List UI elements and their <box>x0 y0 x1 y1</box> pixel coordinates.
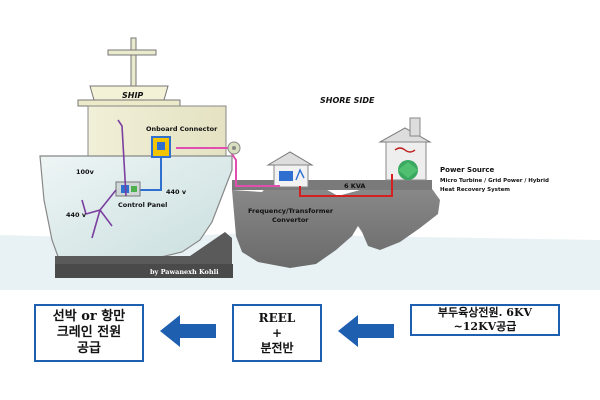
flow-box-crane-power: 선박 or 항만 크레인 전원 공급 <box>34 304 144 362</box>
cable-reel <box>227 141 241 155</box>
power-source-line1: Micro Turbine / Grid Power / Hybrid <box>440 178 549 184</box>
flow-box-reel-panel: REEL + 분전반 <box>232 304 322 362</box>
frequency-converter-label-line1: Frequency/Transformer <box>248 207 334 215</box>
ship-mast <box>107 37 157 89</box>
ship-wiring <box>81 119 127 239</box>
ship-hull-bottom <box>55 232 232 270</box>
flow-arrow-left-2 <box>338 315 394 347</box>
voltage-440-left-label: 440 v <box>66 211 87 219</box>
power-source-building <box>378 117 432 181</box>
flow-box-shore-supply-line2: ~12KV공급 <box>453 320 517 333</box>
power-source-line2: Heat Recovery System <box>440 187 510 193</box>
shore-cable-pink <box>176 147 280 187</box>
flow-box-reel-panel-line3: 분전반 <box>260 340 294 355</box>
onboard-connector <box>151 136 171 158</box>
power-source-title: Power Source <box>440 166 494 174</box>
flow-box-shore-supply-line1: 부두육상전원. 6KV <box>437 306 533 320</box>
shore-land <box>232 185 440 268</box>
voltage-100-label: 100v <box>76 168 95 176</box>
control-panel <box>115 181 141 197</box>
kva-label: 6 KVA <box>344 182 365 190</box>
frequency-converter-label-line2: Convertor <box>272 216 309 224</box>
frequency-converter-building <box>266 151 314 188</box>
shore-cable-red <box>299 174 393 197</box>
flow-box-shore-supply: 부두육상전원. 6KV ~12KV공급 <box>410 304 560 336</box>
flow-box-reel-panel-line2: + <box>271 325 283 340</box>
flow-box-crane-power-line3: 공급 <box>77 341 101 357</box>
onboard-connector-label: Onboard Connector <box>146 125 218 133</box>
flow-box-crane-power-line1: 선박 or 항만 <box>52 308 126 324</box>
ship-cable-blue <box>140 157 162 191</box>
flow-box-crane-power-line2: 크레인 전원 <box>56 324 122 340</box>
ship-label: SHIP <box>122 91 143 100</box>
flow-box-reel-panel-line1: REEL <box>258 310 296 325</box>
flow-arrow-left-1 <box>160 315 216 347</box>
credit-label: by Pawanexh Kohli <box>150 268 219 276</box>
ship-hull <box>39 155 233 263</box>
control-panel-label: Control Panel <box>118 201 167 209</box>
shore-side-label: SHORE SIDE <box>320 96 375 105</box>
voltage-440-right-label: 440 v <box>166 188 187 196</box>
